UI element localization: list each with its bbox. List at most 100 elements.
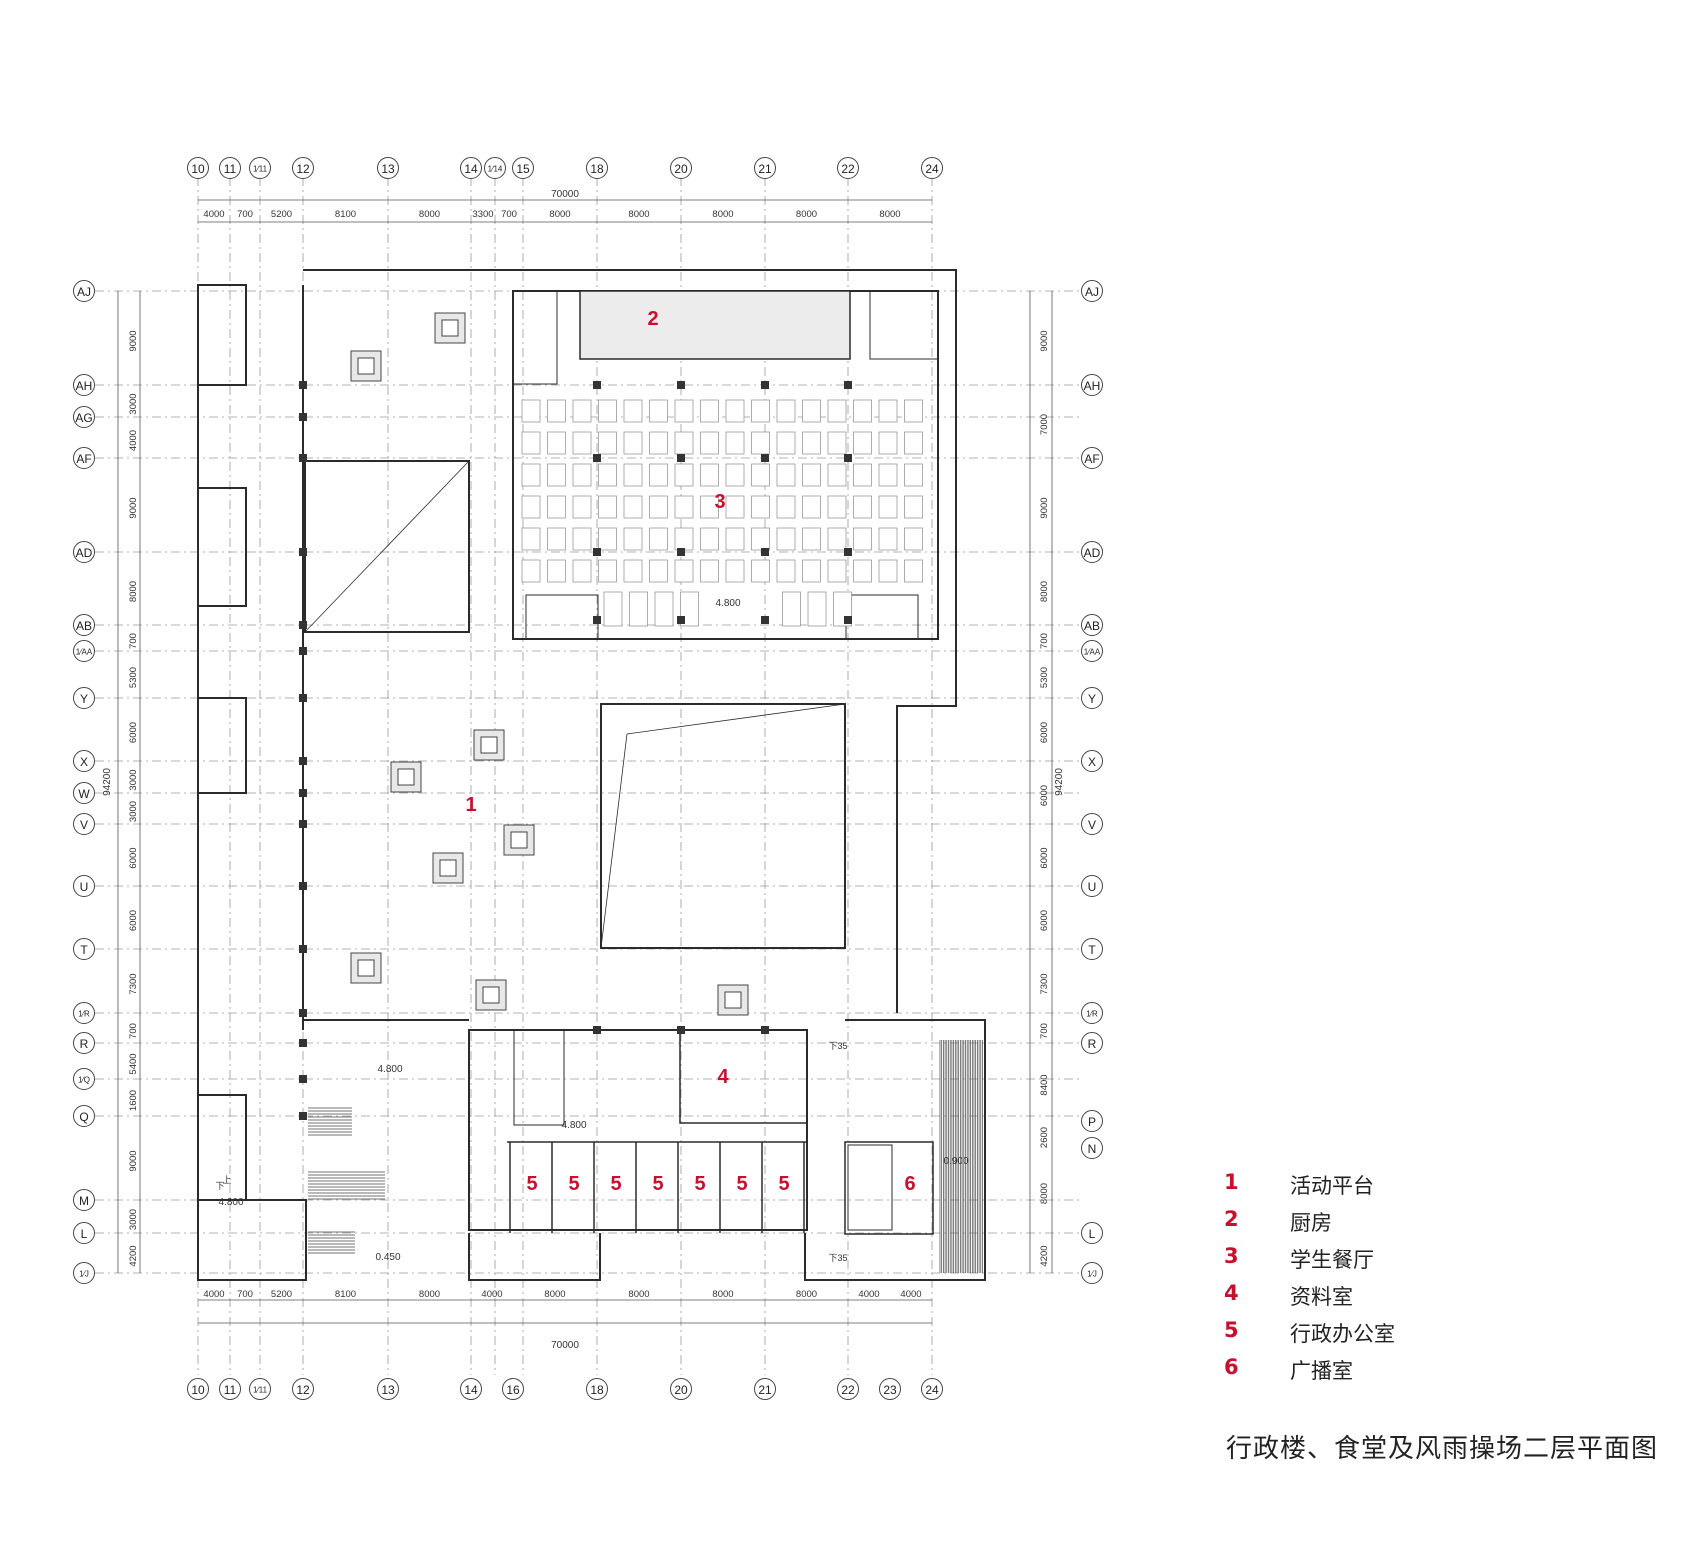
grid-bubble-right: 1⁄J <box>1081 1262 1103 1284</box>
dining-table <box>853 559 872 583</box>
grid-bubble-bottom: 10 <box>187 1378 209 1400</box>
grid-bubble-label: T <box>1088 943 1096 957</box>
grid-bubble-bottom: 24 <box>921 1378 943 1400</box>
stair-direction-label: 上 <box>222 1175 231 1185</box>
grid-bubble-right: AH <box>1081 374 1103 396</box>
grid-bubble-top: 1⁄14 <box>484 157 506 179</box>
dining-table <box>807 591 827 627</box>
structural-column <box>299 1039 307 1047</box>
dining-table <box>521 559 541 583</box>
dimension-right-value: 8000 <box>1039 581 1050 602</box>
dining-table <box>827 431 847 455</box>
dining-table <box>751 527 770 551</box>
grid-bubble-label: 1⁄J <box>79 1270 89 1279</box>
legend-number: 3 <box>1224 1244 1239 1268</box>
room-number-tag: 5 <box>652 1173 663 1195</box>
room-number-tag: 4 <box>717 1066 729 1088</box>
stair-broadcast <box>847 1144 893 1231</box>
dining-table <box>700 495 719 519</box>
grid-bubble-label: AB <box>76 619 92 633</box>
grid-bubble-left: Q <box>73 1105 95 1127</box>
grid-bubble-left: M <box>73 1189 95 1211</box>
grid-bubble-left: 1⁄J <box>73 1262 95 1284</box>
dimension-right-value: 8000 <box>1039 1183 1050 1204</box>
grid-bubble-circle <box>73 875 95 897</box>
dimension-right-value: 700 <box>1039 1023 1050 1039</box>
grid-bubble-label: R <box>80 1037 89 1051</box>
grid-bubble-circle <box>249 1378 271 1400</box>
structural-column <box>593 1026 601 1034</box>
dining-table <box>904 463 923 487</box>
grid-bubble-circle <box>249 157 271 179</box>
legend-item: 1 活动平台 <box>1224 1170 1664 1207</box>
grid-bubble-label: N <box>1088 1142 1097 1156</box>
grid-bubble-bottom: 21 <box>754 1378 776 1400</box>
structural-column <box>761 1026 769 1034</box>
grid-bubble-label: 1⁄11 <box>253 165 268 174</box>
grid-bubble-label: 23 <box>883 1383 897 1397</box>
grid-bubble-circle <box>219 157 241 179</box>
stair-core-west <box>197 697 247 794</box>
dining-table <box>547 463 566 487</box>
dimension-right-value: 8400 <box>1039 1074 1050 1095</box>
dining-table <box>878 399 898 423</box>
room-number-tag: 5 <box>736 1173 747 1195</box>
room-number-tag: 5 <box>568 1173 579 1195</box>
grid-bubble-label: AD <box>76 546 93 560</box>
grid-bubble-circle <box>1081 687 1103 709</box>
grid-bubble-label: AB <box>1084 619 1100 633</box>
grid-bubble-label: M <box>79 1194 89 1208</box>
elevation-label: 0.450 <box>375 1252 400 1263</box>
room-legend: 1 活动平台 2 厨房 3 学生餐厅 4 资料室 5 行政办公室 6 广播室 <box>1224 1170 1664 1392</box>
structural-column <box>299 454 307 462</box>
grid-bubble-circle <box>754 1378 776 1400</box>
dining-table <box>725 527 745 551</box>
dimension-right-value: 6000 <box>1039 910 1050 931</box>
dimension-left-value: 1600 <box>128 1090 139 1111</box>
grid-bubble-circle <box>73 938 95 960</box>
structural-column <box>844 381 852 389</box>
structural-column <box>299 621 307 629</box>
grid-bubble-right: N <box>1081 1137 1103 1159</box>
grid-bubble-label: U <box>80 880 89 894</box>
grid-bubble-circle <box>921 1378 943 1400</box>
dimension-left-value: 3000 <box>128 769 139 790</box>
dining-table <box>751 463 770 487</box>
grid-bubble-right: 1⁄AA <box>1081 640 1103 662</box>
dining-table <box>521 527 541 551</box>
room-number-tag: 5 <box>526 1173 537 1195</box>
grid-bubble-circle <box>73 1032 95 1054</box>
grid-bubble-label: 11 <box>224 1383 237 1397</box>
structural-column <box>761 381 769 389</box>
grid-bubble-circle <box>292 1378 314 1400</box>
room-number-tag: 3 <box>714 491 725 513</box>
grid-bubble-circle <box>879 1378 901 1400</box>
grid-bubble-left: AB <box>73 614 95 636</box>
dimension-bottom-value: 8000 <box>419 1289 440 1300</box>
grid-bubble-circle <box>73 640 95 662</box>
grid-bubble-bottom: 11 <box>219 1378 241 1400</box>
dimension-top-value: 5200 <box>271 209 292 220</box>
grid-bubble-label: 24 <box>925 1383 939 1397</box>
grid-bubble-right: AD <box>1081 541 1103 563</box>
grid-bubble-circle <box>1081 875 1103 897</box>
dining-table <box>572 527 592 551</box>
grid-bubble-left: 1⁄Q <box>73 1068 95 1090</box>
dimension-right-value: 7300 <box>1039 973 1050 994</box>
grid-bubble-label: 14 <box>464 1383 478 1397</box>
dimension-left-value: 6000 <box>128 847 139 868</box>
grid-bubble-circle <box>460 1378 482 1400</box>
grid-bubble-label: 24 <box>925 162 939 176</box>
dining-table <box>598 463 617 487</box>
skylight-opening <box>480 736 498 754</box>
dining-table <box>782 591 801 627</box>
overall-width-bottom: 70000 <box>551 1340 579 1351</box>
grid-bubble-bottom: 22 <box>837 1378 859 1400</box>
dining-table <box>547 431 566 455</box>
drawing-title: 行政楼、食堂及风雨操场二层平面图 <box>1226 1434 1659 1464</box>
grid-bubble-right: AF <box>1081 447 1103 469</box>
structural-column <box>593 548 601 556</box>
archive-room <box>679 1029 808 1124</box>
grid-bubble-circle <box>73 1222 95 1244</box>
